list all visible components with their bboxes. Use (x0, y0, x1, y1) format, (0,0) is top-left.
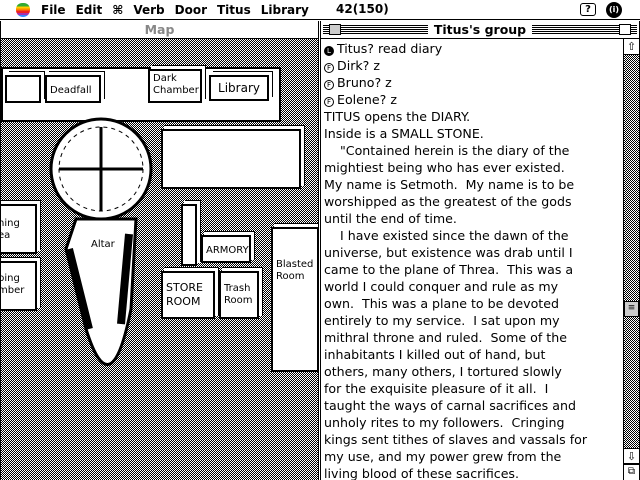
menu-library[interactable]: Library (260, 3, 309, 17)
room-dark-chamber[interactable]: Dark Chamber (148, 69, 202, 103)
room-library[interactable]: Library (209, 75, 269, 101)
menu-command[interactable]: ⌘ (112, 3, 124, 17)
follower-icon: F (324, 63, 334, 73)
menu-door[interactable]: Door (174, 3, 207, 17)
app-switcher-icon[interactable]: (i) (606, 2, 622, 18)
scroll-down-arrow-icon[interactable]: ⇩ (624, 448, 639, 464)
transcript-line: living blood of these sacrifices. (324, 466, 520, 480)
scroll-up-arrow-icon[interactable]: ⇧ (624, 39, 639, 55)
transcript-line: others, many others, I tortured slowly (324, 364, 562, 379)
menu-bar-divider (0, 19, 640, 20)
resize-box-icon[interactable]: ⧉ (623, 464, 639, 480)
map-title: Map (138, 21, 181, 38)
transcript-line: unholy rites to my followers. Cringing (324, 415, 565, 430)
prompt-text: Dirk? z (337, 58, 380, 73)
turn-counter: 42(150) (336, 2, 389, 16)
transcript-line: inhabitants I killed out of hand, but (324, 347, 546, 362)
transcript-line: mightiest being who has ever existed. (324, 160, 565, 175)
diary-text: TITUS opens the DIARY. Inside is a SMALL … (324, 108, 626, 480)
group-title: Titus's group (427, 21, 533, 38)
map-title-bar[interactable]: Map (1, 21, 318, 39)
room-trash-room[interactable]: Trash Room (219, 271, 259, 319)
room-hall (161, 129, 301, 189)
map-window: Map Deadfall Dark Chamber Library ning e… (0, 21, 319, 480)
room-sleeping-chamber[interactable]: ping mber (1, 261, 37, 311)
transcript-line: "Contained herein is the diary of the (324, 143, 570, 158)
menu-verb[interactable]: Verb (133, 3, 165, 17)
leader-icon: L (324, 46, 334, 56)
transcript-line: mithral throne and ruled. Some of the (324, 330, 567, 345)
room-armory[interactable]: ARMORY (201, 235, 251, 263)
room-deadfall[interactable]: Deadfall (45, 75, 101, 103)
prompt-text: Titus? read diary (337, 41, 443, 56)
transcript-line: kings sent tithes of slaves and vassals … (324, 432, 588, 447)
follower-icon: F (324, 80, 334, 90)
help-icon[interactable]: ? (580, 3, 596, 16)
room-blasted-room[interactable]: Blasted Room (271, 227, 318, 372)
transcript-line: my use, and my power grew from the (324, 449, 562, 464)
group-title-bar[interactable]: Titus's group (321, 21, 639, 39)
transcript-line: I have existed since the dawn of the (324, 228, 569, 243)
prompt-text: Bruno? z (337, 75, 392, 90)
transcript-line: TITUS opens the DIARY. (324, 109, 471, 124)
map-view[interactable]: Deadfall Dark Chamber Library ning ea pi… (1, 39, 318, 480)
menu-edit[interactable]: Edit (75, 3, 103, 17)
transcript-line: for the exquisite pleasure of it all. I (324, 381, 549, 396)
menu-file[interactable]: File (41, 3, 66, 17)
transcript-line: worshipped as the greatest of the gods (324, 194, 572, 209)
room-altar[interactable]: Altar (91, 239, 115, 250)
menu-bar: File Edit ⌘ Verb Door Titus Library (0, 0, 330, 20)
transcript-line: taught the ways of carnal sacrifices and (324, 398, 576, 413)
room-icon-box (5, 75, 41, 103)
room-training-area[interactable]: ning ea (1, 204, 37, 254)
transcript-line: universe, but existence was drab until I (324, 245, 573, 260)
menu-titus[interactable]: Titus (217, 3, 251, 17)
transcript-line: My name is Setmoth. My name is to be (324, 177, 575, 192)
apple-menu-icon[interactable] (16, 3, 30, 17)
vertical-scrollbar[interactable]: ⇧ ≡ ⇩ (623, 39, 639, 480)
transcript-line: came to the plane of Threa. This was a (324, 262, 574, 277)
room-store-room[interactable]: STORE ROOM (161, 271, 215, 319)
transcript-line: entirely to my service. I sat upon my (324, 313, 560, 328)
prompt-text: Eolene? z (337, 92, 397, 107)
zoom-box[interactable] (619, 24, 631, 35)
transcript-line: own. This was a plane to be devoted (324, 296, 559, 311)
close-box[interactable] (329, 24, 341, 35)
transcript-line: until the end of time. (324, 211, 457, 226)
follower-icon: F (324, 97, 334, 107)
scroll-thumb[interactable]: ≡ (624, 301, 639, 317)
room-column (181, 204, 197, 266)
transcript-line: world I could conquer and rule as my (324, 279, 559, 294)
altar-room-shape (49, 117, 153, 366)
transcript-line: Inside is a SMALL STONE. (324, 126, 484, 141)
